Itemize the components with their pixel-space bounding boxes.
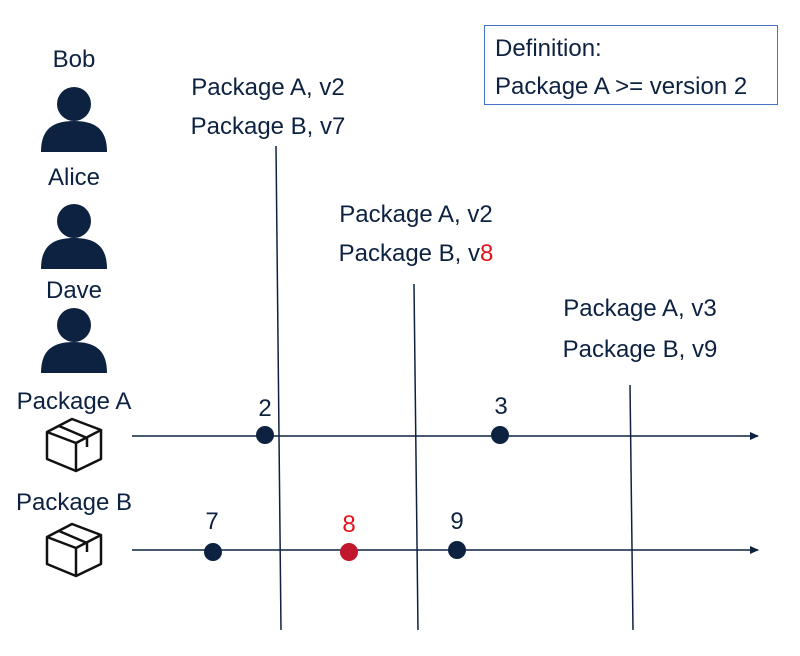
definition-rule: Package A >= version 2: [495, 73, 748, 100]
package-b-version-label-highlight: 8: [342, 511, 356, 538]
snapshot-2-package-b: Package B, v8: [338, 240, 494, 267]
snapshot-3-package-a: Package A, v3: [563, 295, 717, 322]
package-b-version-label: 7: [205, 508, 219, 535]
person-label-alice: Alice: [47, 164, 101, 191]
package-box-icon: [45, 417, 103, 473]
snapshot-1-package-b: Package B, v7: [190, 113, 346, 140]
package-a-version-dot: [256, 426, 274, 444]
person-icon: [41, 87, 107, 152]
package-b-version-dot: [204, 543, 222, 561]
snapshot-3-line: [629, 384, 634, 631]
snapshot-3-b-version: 9: [704, 336, 718, 363]
snapshot-1-line: [275, 145, 282, 631]
package-b-version-dot: [448, 541, 466, 559]
snapshot-2-package-a: Package A, v2: [339, 201, 493, 228]
snapshot-2-b-version: 8: [480, 240, 494, 267]
person-icon: [41, 204, 107, 269]
package-label-a: Package A: [16, 388, 132, 415]
snapshot-1-b-version: 7: [332, 113, 346, 140]
package-label-b: Package B: [15, 489, 133, 516]
person-label-bob: Bob: [52, 46, 96, 73]
person-label-dave: Dave: [45, 277, 103, 304]
snapshot-2-line: [413, 283, 419, 631]
package-b-version-label: 9: [450, 508, 464, 535]
person-icon: [41, 308, 107, 373]
definition-box: Definition: Package A >= version 2: [484, 25, 778, 105]
package-box-icon: [45, 522, 103, 578]
package-a-version-label: 2: [258, 395, 272, 422]
definition-title: Definition:: [495, 35, 602, 62]
package-a-version-dot: [491, 426, 509, 444]
package-b-version-dot-highlight: [340, 543, 358, 561]
snapshot-1-package-a: Package A, v2: [191, 74, 345, 101]
snapshot-3-package-b: Package B, v9: [562, 336, 718, 363]
package-a-version-label: 3: [494, 393, 508, 420]
